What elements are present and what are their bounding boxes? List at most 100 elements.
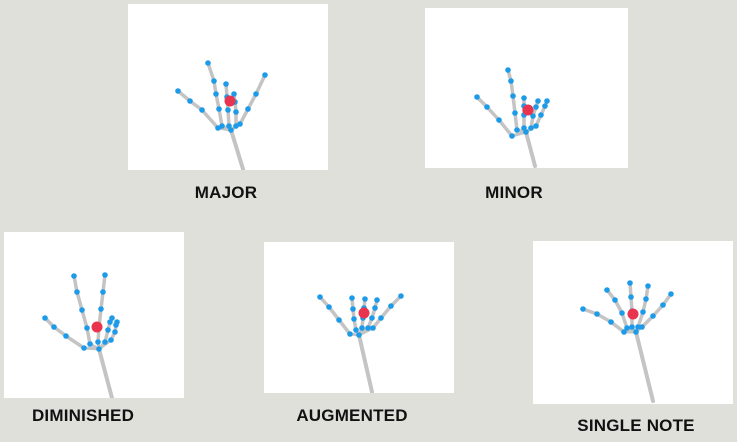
finger-bone [497,118,514,138]
joint-dot [510,93,516,99]
joint-dot [175,88,181,94]
joint-dot [627,280,633,286]
joint-dot [51,324,57,330]
finger-bone [485,105,501,122]
joint-dot [349,295,355,301]
joint-dot [398,293,404,299]
joint-dot [42,315,48,321]
joint-dot [213,91,219,97]
joint-dot [74,289,80,295]
joint-dot [223,81,229,87]
joint-dot [474,94,480,100]
joint-dot [63,333,69,339]
joint-dot [643,296,649,302]
joint-dot [512,110,518,116]
palm-center-dot [224,95,236,107]
forearm-bone [357,333,374,393]
joint-dot [496,117,502,123]
joint-dot [639,324,645,330]
label-minor: MINOR [485,183,543,202]
finger-bone [101,273,107,294]
joint-dot [362,296,368,302]
hand-skeleton-augmented [317,293,404,393]
joint-dot [219,123,225,129]
joint-dot [533,104,539,110]
joint-dot [372,305,378,311]
label-major: MAJOR [194,183,258,202]
wrist-joint-dot [228,127,234,133]
joint-dot [509,133,515,139]
joint-dot [660,302,666,308]
joint-dot [621,329,627,335]
forearm-bone [634,330,655,403]
joint-dot [629,324,635,330]
wrist-joint-dot [523,129,529,135]
joint-dot [71,273,77,279]
joint-dot [205,60,211,66]
joint-dot [336,317,342,323]
joint-dot [102,272,108,278]
joint-dot [528,125,534,131]
finger-bone [217,107,224,128]
joint-dot [514,127,520,133]
finger-bone [246,92,258,111]
joint-dot [108,337,114,343]
joint-dot [608,319,614,325]
finger-bone [200,108,220,130]
wrist-joint-dot [356,332,362,338]
joint-dot [199,107,205,113]
joint-dot [542,103,548,109]
label-augmented: AUGMENTED [296,406,408,425]
joint-dot [351,316,357,322]
joint-dot [388,303,394,309]
joint-dot [612,297,618,303]
joint-dot [84,325,90,331]
joint-dot [374,297,380,303]
palm-center-dot [358,307,370,319]
joint-dot [538,112,544,118]
finger-bone [64,334,86,350]
finger-bone [337,318,352,336]
finger-bone [80,308,89,330]
forearm-bone [97,347,114,398]
wrist-joint-dot [633,329,639,335]
joint-dot [262,72,268,78]
joint-dot [645,283,651,289]
finger-bone [99,290,105,311]
joint-dot [535,98,541,104]
hand-image-single-note [533,241,733,404]
joint-dot [544,98,550,104]
finger-bone [206,61,216,83]
joint-dot [102,339,108,345]
joint-dot [484,104,490,110]
palm-center-dot [522,104,534,116]
joint-dot [87,341,93,347]
hand-skeleton-minor [474,67,550,168]
joint-dot [112,329,118,335]
hand-image-major [128,4,328,170]
forearm-bone [524,130,537,168]
finger-bone [513,111,519,132]
joint-dot [530,113,536,119]
joint-dot [81,345,87,351]
joint-dot [109,315,115,321]
joint-dot [326,304,332,310]
palm-center-dot [91,321,103,333]
hand-skeleton-diminished [42,272,120,398]
joint-dot [231,91,237,97]
joint-dot [635,324,641,330]
joint-dot [594,311,600,317]
joint-dot [508,78,514,84]
hand-image-minor [425,8,628,168]
joint-dot [95,339,101,345]
joint-dot [233,109,239,115]
joint-dot [628,294,634,300]
joint-dot [347,331,353,337]
joint-dot [216,106,222,112]
joint-dot [650,313,656,319]
joint-dot [359,325,365,331]
joint-dot [245,106,251,112]
joint-dot [350,306,356,312]
finger-bone [238,107,250,126]
joint-dot [521,95,527,101]
